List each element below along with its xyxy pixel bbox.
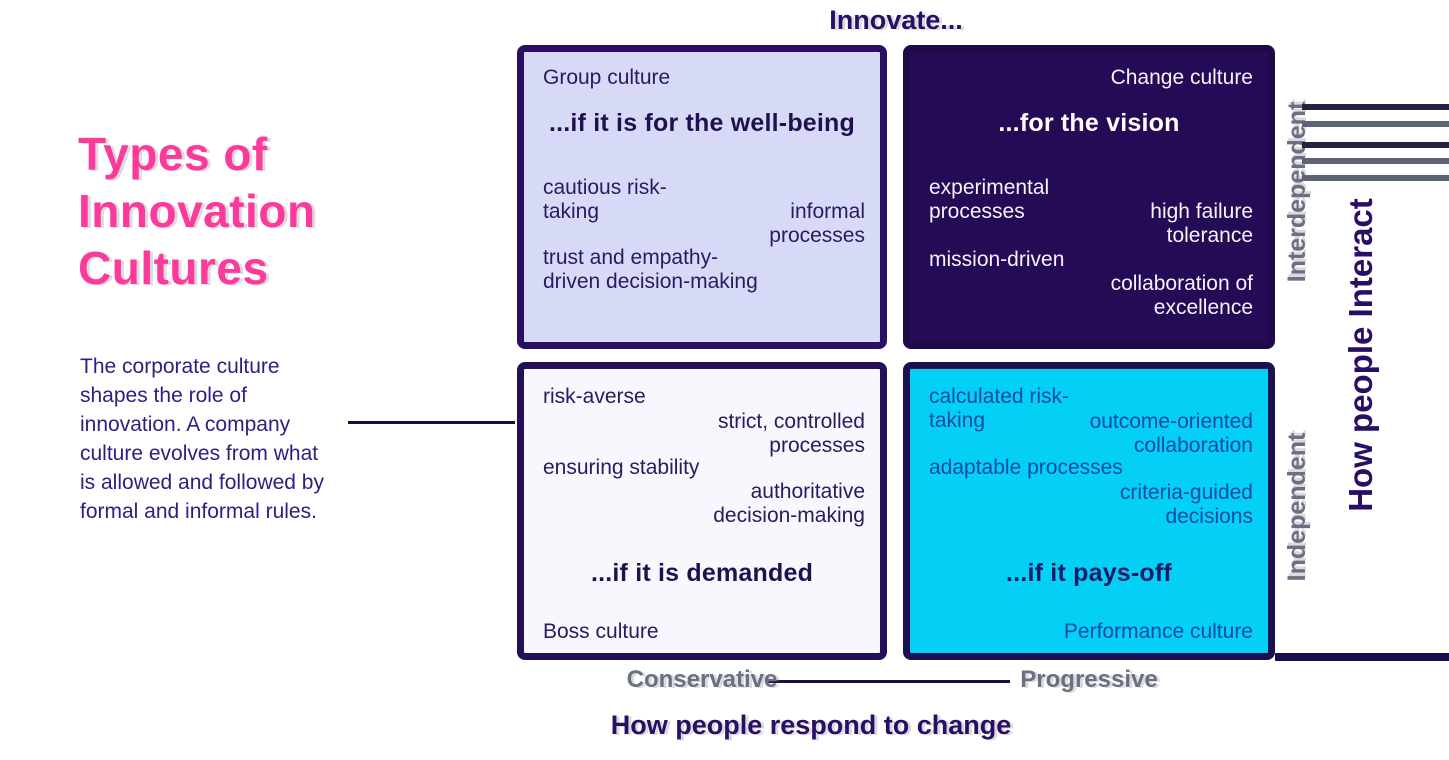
item-high-failure-tolerance: high failure tolerance [1150, 200, 1253, 247]
statement-well-being: ...if it is for the well-being [548, 109, 855, 137]
item-calculated-risk-taking: calculated risk- taking [929, 385, 1070, 432]
item-criteria-guided-decisions: criteria-guided decisions [1119, 481, 1253, 528]
item-informal-processes: informal processes [769, 200, 865, 247]
item-cautious-risk-taking: cautious risk- taking [543, 176, 667, 223]
item-ensuring-stability: ensuring stability [543, 456, 700, 479]
item-mission-driven: mission-driven [929, 248, 1065, 271]
axis-title-how-people-interact: How people Interact [1342, 198, 1379, 512]
item-outcome-oriented-collaboration: outcome-oriented collaboration [1089, 410, 1253, 457]
statement-demanded: ...if it is demanded [590, 559, 814, 587]
item-trust-empathy-decisions: trust and empathy- driven decision-makin… [543, 246, 758, 293]
culture-name-group: Group culture [543, 66, 671, 89]
artifact-stripe [1302, 104, 1449, 110]
culture-name-performance: Performance culture [1063, 620, 1253, 643]
item-strict-controlled-processes: strict, controlled processes [717, 410, 865, 457]
axis-label-innovate: Innovate... [829, 5, 963, 35]
axis-title-respond-to-change: How people respond to change [610, 710, 1012, 740]
item-experimental-processes: experimental processes [929, 176, 1050, 223]
axis-label-conservative: Conservative [626, 666, 778, 693]
page-title: Types of Innovation Cultures [78, 128, 316, 294]
statement-pays-off: ...if it pays-off [1006, 559, 1172, 587]
axis-label-interdependent: Interdependent [1282, 101, 1311, 283]
axis-label-independent: Independent [1282, 432, 1311, 582]
artifact-stripe [1302, 121, 1449, 127]
axis-line-bottom [768, 680, 1010, 683]
artifact-line-left [348, 421, 515, 424]
artifact-stripe [1302, 175, 1449, 181]
statement-for-the-vision: ...for the vision [998, 109, 1180, 137]
axis-label-progressive: Progressive [1020, 666, 1158, 693]
item-collaboration-of-excellence: collaboration of excellence [1110, 272, 1253, 319]
quadrant-boss-culture: risk-averse strict, controlled processes… [517, 362, 887, 660]
item-authoritative-decision-making: authoritative decision-making [713, 480, 865, 527]
description-paragraph: The corporate culture shapes the role of… [80, 355, 324, 523]
artifact-band-bottom-right [1275, 653, 1449, 661]
quadrant-change-culture: Change culture ...for the vision experim… [903, 45, 1275, 349]
quadrant-group-culture: Group culture ...if it is for the well-b… [517, 45, 887, 349]
culture-name-change: Change culture [1110, 66, 1253, 89]
item-risk-averse: risk-averse [543, 385, 646, 408]
artifact-stripe [1302, 158, 1449, 164]
culture-name-boss: Boss culture [543, 620, 659, 643]
quadrant-performance-culture: calculated risk- taking outcome-oriented… [903, 362, 1275, 660]
item-adaptable-processes: adaptable processes [929, 456, 1123, 479]
artifact-stripe [1302, 142, 1449, 148]
